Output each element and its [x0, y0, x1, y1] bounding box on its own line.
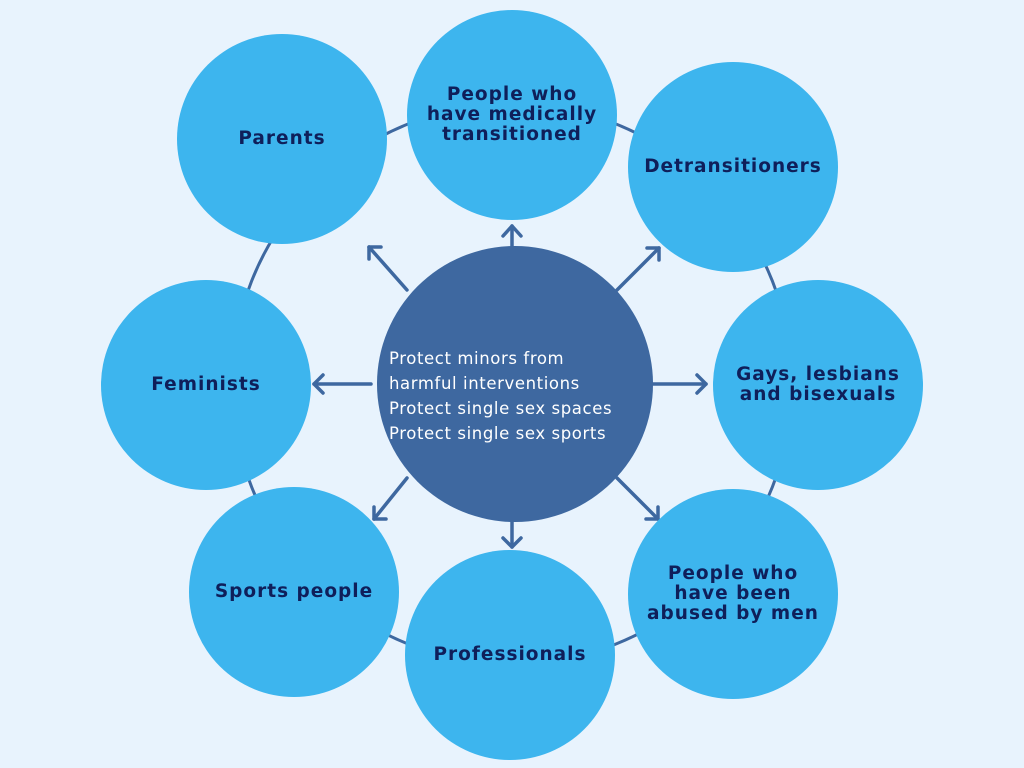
goal-line: Protect single sex sports: [389, 424, 607, 443]
arrow-down-left: [372, 476, 409, 521]
arrow-right: [651, 373, 708, 395]
group-circle-abused-by-men: People who have been abused by men: [628, 489, 838, 699]
group-label: People who have been abused by men: [647, 563, 819, 624]
group-circle-professionals: Professionals: [405, 550, 615, 760]
group-circle-feminists: Feminists: [101, 280, 311, 490]
group-label: Parents: [238, 128, 326, 149]
group-circle-detransitioners: Detransitioners: [628, 62, 838, 272]
center-circle: Protect minors from harmful intervention…: [377, 246, 653, 522]
group-label: Feminists: [151, 374, 261, 395]
group-circle-medically-transitioned: People who have medically transitioned: [407, 10, 617, 220]
goal-line: harmful interventions: [389, 374, 580, 393]
goal-line: Protect single sex spaces: [389, 399, 613, 418]
goal-line: Protect minors from: [389, 349, 565, 368]
group-circle-sports-people: Sports people: [189, 487, 399, 697]
group-circle-parents: Parents: [177, 34, 387, 244]
arrow-up: [501, 224, 523, 248]
arrow-up-left: [367, 245, 409, 292]
group-circle-gays-lesbians-bisexuals: Gays, lesbians and bisexuals: [713, 280, 923, 490]
group-label: Gays, lesbians and bisexuals: [736, 364, 900, 405]
arrow-left: [312, 373, 373, 395]
group-label: People who have medically transitioned: [426, 84, 598, 145]
goals-list: Protect minors from harmful intervention…: [389, 346, 612, 446]
arrow-down: [501, 520, 523, 549]
group-label: Detransitioners: [644, 156, 822, 177]
group-label: Sports people: [214, 581, 374, 602]
group-label: Professionals: [433, 644, 587, 665]
arrow-up-right: [615, 246, 661, 292]
arrow-down-right: [615, 476, 660, 521]
